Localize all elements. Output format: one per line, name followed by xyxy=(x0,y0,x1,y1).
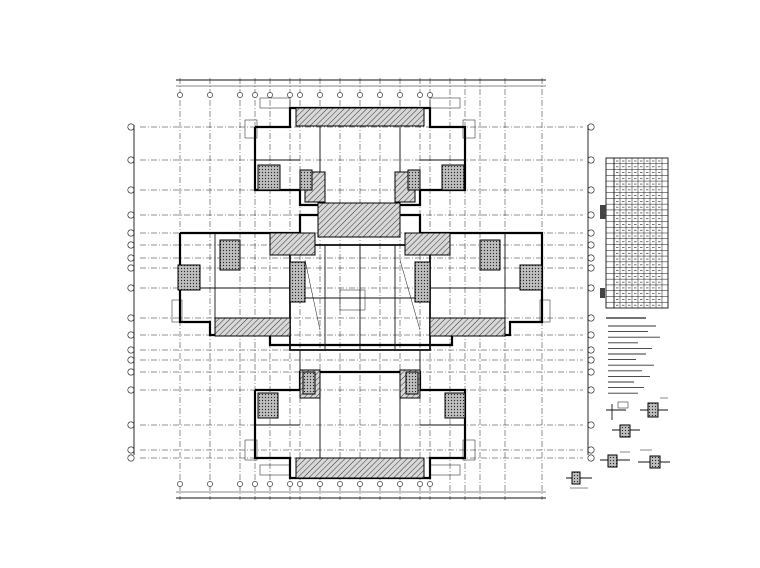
grid-bubble-top xyxy=(337,92,343,98)
grid-bubble-left xyxy=(127,264,135,272)
grid-bubble-top xyxy=(377,92,383,98)
grid-bubble-left xyxy=(127,284,135,292)
grid-bubble-right xyxy=(587,386,595,394)
grid-bubble-left xyxy=(127,211,135,219)
grid-bubble-bottom xyxy=(397,481,403,487)
grid-bubble-bottom xyxy=(337,481,343,487)
building-walls xyxy=(178,106,544,480)
grid-bubble-top xyxy=(417,92,423,98)
grid-bubble-left xyxy=(127,229,135,237)
grid-bubble-right xyxy=(587,446,595,454)
grid-bubble-left xyxy=(127,156,135,164)
grid-bubble-top xyxy=(397,92,403,98)
grid-bubble-left xyxy=(127,241,135,249)
grid-bubble-top xyxy=(297,92,303,98)
grid-bubble-left xyxy=(127,331,135,339)
grid-bubble-right xyxy=(587,356,595,364)
grid-bubble-right xyxy=(587,156,595,164)
grid-bubble-bottom xyxy=(252,481,258,487)
grid-bubble-left xyxy=(127,346,135,354)
grid-bubble-top xyxy=(427,92,433,98)
detail-sketch-1 xyxy=(606,401,629,420)
grid-bubble-bottom xyxy=(357,481,363,487)
balcony-outlines xyxy=(171,97,551,476)
grid-bubble-top xyxy=(237,92,243,98)
grid-bubble-right xyxy=(587,368,595,376)
detail-sketch-3 xyxy=(612,424,640,438)
grid-bubble-right xyxy=(587,284,595,292)
grid-bubble-right xyxy=(587,454,595,462)
grid-bubble-left xyxy=(127,446,135,454)
grid-bubble-top xyxy=(207,92,213,98)
grid-bubble-top xyxy=(317,92,323,98)
reinforcement-schedule-table xyxy=(600,157,669,309)
grid-bubble-right xyxy=(587,241,595,249)
grid-bubble-bottom xyxy=(297,481,303,487)
grid-bubble-right xyxy=(587,186,595,194)
grid-bubble-right xyxy=(587,421,595,429)
grid-bubble-top xyxy=(267,92,273,98)
grid-bubble-left xyxy=(127,454,135,462)
grid-bubble-bottom xyxy=(377,481,383,487)
detail-sketch-6 xyxy=(566,471,592,489)
grid-bubble-bottom xyxy=(317,481,323,487)
general-notes-block xyxy=(606,317,660,394)
grid-bubble-left xyxy=(127,368,135,376)
grid-bubble-left xyxy=(127,386,135,394)
grid-bubble-top xyxy=(177,92,183,98)
grid-bubble-top xyxy=(287,92,293,98)
grid-bubble-bottom xyxy=(427,481,433,487)
detail-sketch-4 xyxy=(600,451,630,468)
grid-bubble-top xyxy=(357,92,363,98)
column-cores xyxy=(177,164,543,419)
grid-bubble-right xyxy=(587,211,595,219)
grid-bubble-bottom xyxy=(287,481,293,487)
axis-grid-lines xyxy=(140,78,583,500)
grid-bubble-right xyxy=(587,331,595,339)
grid-bubble-right xyxy=(587,254,595,262)
detail-sketch-2 xyxy=(640,397,668,418)
grid-bubble-right xyxy=(587,264,595,272)
table-side-label xyxy=(600,205,606,219)
grid-bubble-left xyxy=(127,356,135,364)
grid-bubble-left xyxy=(127,254,135,262)
grid-bubble-left xyxy=(127,186,135,194)
detail-sketch-5 xyxy=(638,449,670,469)
grid-bubble-bottom xyxy=(417,481,423,487)
grid-bubble-right xyxy=(587,346,595,354)
grid-bubble-top xyxy=(252,92,258,98)
grid-bubble-left xyxy=(127,123,135,131)
grid-bubble-right xyxy=(587,314,595,322)
grid-bubble-right xyxy=(587,123,595,131)
grid-bubble-bottom xyxy=(177,481,183,487)
table-side-label xyxy=(600,288,605,298)
axis-bubbles xyxy=(127,92,595,487)
grid-bubble-right xyxy=(587,229,595,237)
grid-bubble-left xyxy=(127,314,135,322)
grid-bubble-bottom xyxy=(207,481,213,487)
grid-bubble-bottom xyxy=(267,481,273,487)
grid-bubble-bottom xyxy=(237,481,243,487)
detail-sketches xyxy=(566,397,670,489)
grid-bubble-left xyxy=(127,421,135,429)
dimension-frame xyxy=(133,79,589,499)
